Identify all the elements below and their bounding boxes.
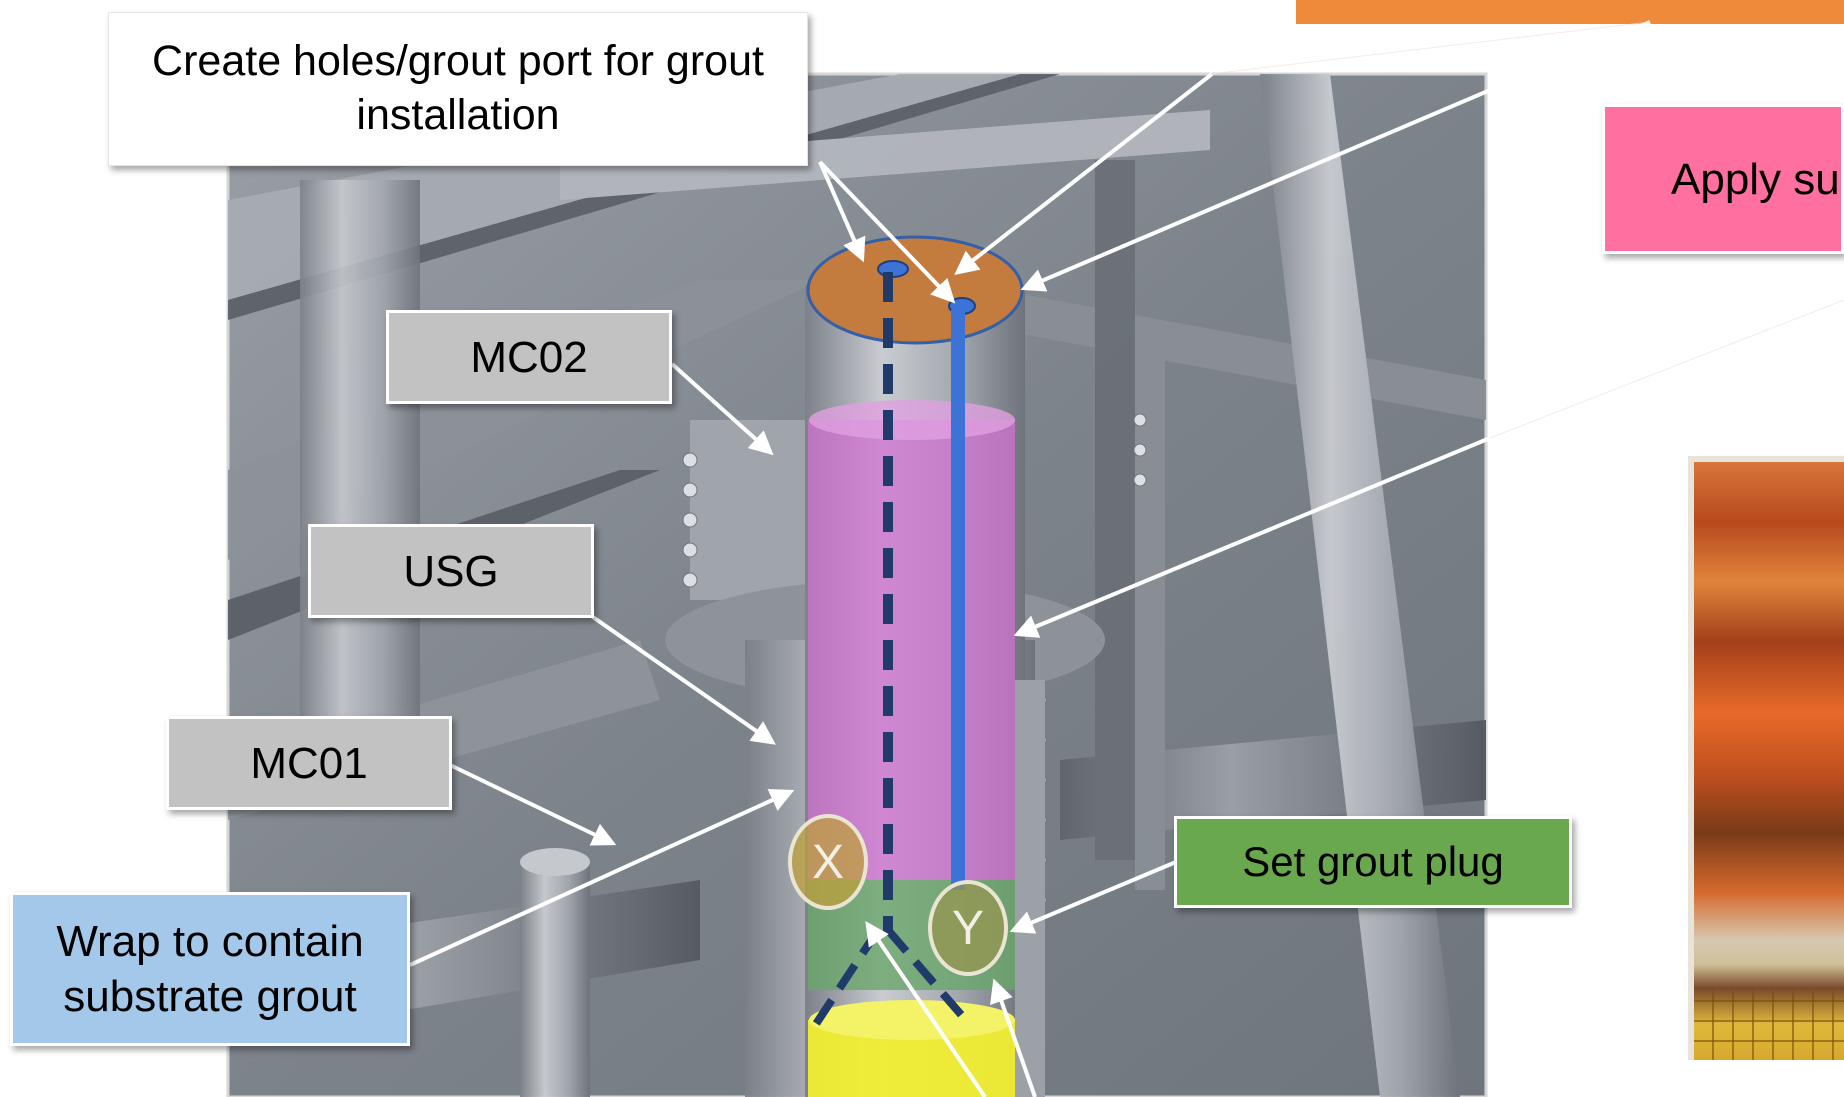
fill-zone-magenta [808, 420, 1015, 880]
grout-plug-label: Set grout plug [1174, 816, 1572, 908]
grout-port-label: Create holes/grout port for grout instal… [108, 12, 808, 166]
mc01-label: MC01 [166, 716, 452, 810]
mc02-label: MC02 [386, 310, 672, 404]
usg-label: USG [308, 524, 594, 618]
wrap-label: Wrap to contain substrate grout [10, 892, 410, 1046]
pink-label-partial: Apply su lifts [1602, 104, 1844, 254]
column-top-cap [806, 235, 1024, 345]
site-photo [1688, 456, 1844, 1060]
marker-y: Y [928, 880, 1008, 976]
orange-label-partial [1296, 0, 1844, 24]
marker-x: X [788, 814, 868, 910]
leader-lines [409, 20, 1651, 1097]
